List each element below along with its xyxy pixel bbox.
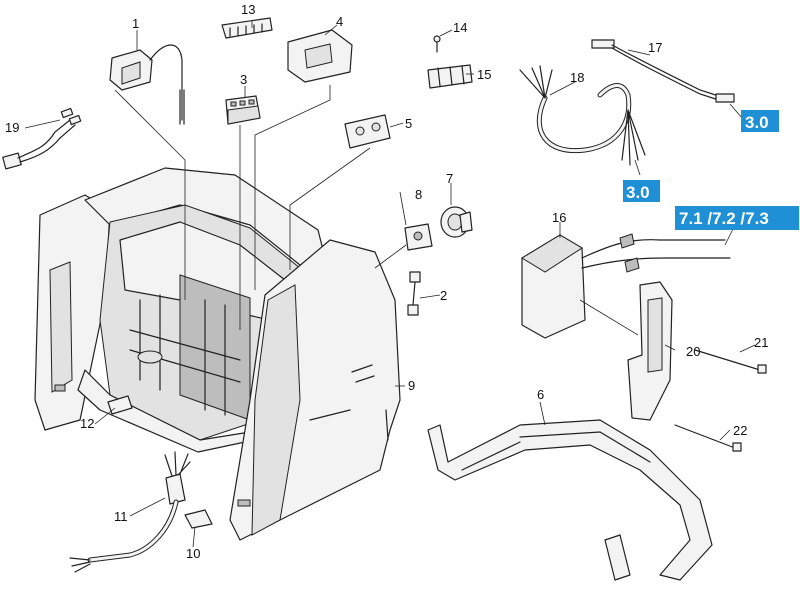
part-label-8: 8 bbox=[415, 187, 422, 202]
cable-link-part-2 bbox=[407, 271, 421, 316]
reference-badge-b-label: 3.0 bbox=[626, 183, 650, 202]
bolt-part-22 bbox=[674, 424, 742, 452]
part-label-16: 16 bbox=[552, 210, 566, 225]
part-label-21: 21 bbox=[754, 335, 768, 350]
housing-part-9 bbox=[34, 167, 401, 541]
part-label-18: 18 bbox=[570, 70, 584, 85]
cable-harness-part-18 bbox=[519, 65, 646, 166]
leader-lines bbox=[24, 20, 756, 548]
frame-part-6 bbox=[427, 419, 713, 581]
reference-badge-c-label: 7.1 /7.2 /7.3 bbox=[679, 209, 769, 228]
cable-part-19 bbox=[2, 107, 82, 170]
bolt-part-21 bbox=[694, 349, 767, 374]
part-label-11: 11 bbox=[114, 509, 128, 524]
strain-relief-part-10 bbox=[184, 509, 213, 529]
cable-part-17 bbox=[591, 39, 735, 103]
part-label-9: 9 bbox=[408, 378, 415, 393]
switch-part-8 bbox=[404, 223, 433, 251]
part-label-13: 13 bbox=[241, 2, 255, 17]
part-label-1: 1 bbox=[132, 16, 139, 31]
knob-part-7 bbox=[440, 206, 473, 238]
part-label-17: 17 bbox=[648, 40, 662, 55]
part-label-15: 15 bbox=[477, 67, 491, 82]
clips-part-15 bbox=[427, 64, 473, 89]
reference-badge-a[interactable]: 3.0 bbox=[741, 110, 779, 132]
reference-badge-c[interactable]: 7.1 /7.2 /7.3 bbox=[675, 206, 799, 230]
part-numbers: 1 2 3 4 5 6 7 8 9 10 11 12 13 14 15 16 1… bbox=[5, 2, 768, 561]
part-label-6: 6 bbox=[537, 387, 544, 402]
transformer-part-4 bbox=[287, 29, 353, 83]
reference-badge-b[interactable]: 3.0 bbox=[623, 180, 660, 202]
part-label-20: 20 bbox=[686, 344, 700, 359]
part-label-5: 5 bbox=[405, 116, 412, 131]
part-label-12: 12 bbox=[80, 416, 94, 431]
power-cord-part-11 bbox=[69, 451, 191, 573]
reference-badge-a-label: 3.0 bbox=[745, 113, 769, 132]
screw-part-14 bbox=[433, 35, 441, 53]
part-label-10: 10 bbox=[186, 546, 200, 561]
part-label-4: 4 bbox=[336, 14, 343, 29]
clip-part-12 bbox=[107, 395, 133, 415]
part-label-14: 14 bbox=[453, 20, 467, 35]
part-label-2: 2 bbox=[440, 288, 447, 303]
control-box-part-16 bbox=[521, 233, 731, 339]
connector-strip-part-13 bbox=[221, 17, 273, 39]
bracket-part-20 bbox=[627, 281, 673, 421]
part-label-3: 3 bbox=[240, 72, 247, 87]
bracket-part-5 bbox=[344, 114, 391, 149]
part-label-22: 22 bbox=[733, 423, 747, 438]
thermostat-part-1 bbox=[109, 44, 185, 125]
terminal-block-part-3 bbox=[225, 95, 261, 125]
part-label-19: 19 bbox=[5, 120, 19, 135]
part-label-7: 7 bbox=[446, 171, 453, 186]
